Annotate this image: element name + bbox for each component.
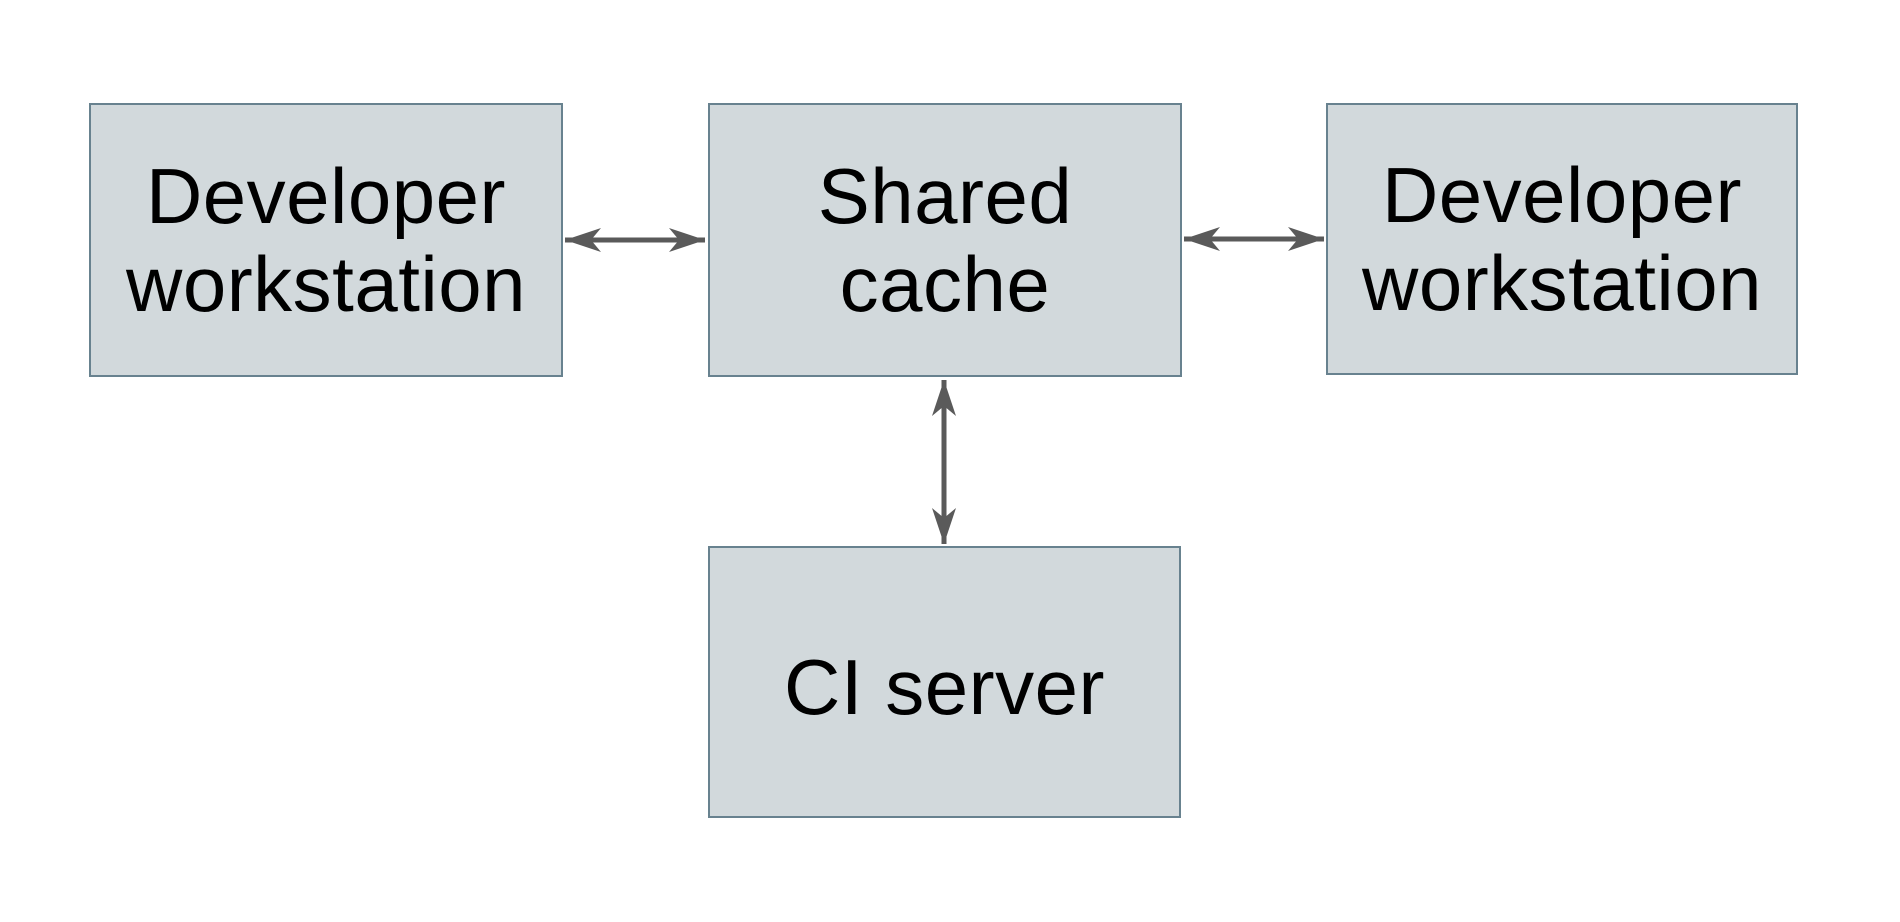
- node-label-line: workstation: [126, 240, 526, 328]
- node-developer-workstation-left: Developer workstation: [89, 103, 563, 377]
- node-label-line: CI server: [784, 642, 1105, 731]
- node-label-line: cache: [839, 240, 1051, 328]
- node-label: Developer workstation: [126, 152, 526, 328]
- node-shared-cache: Shared cache: [708, 103, 1182, 377]
- node-label: Shared cache: [818, 152, 1073, 328]
- node-label-line: Developer: [145, 151, 507, 240]
- node-label: Developer workstation: [1362, 151, 1762, 327]
- node-label-line: Developer: [1381, 150, 1743, 239]
- node-label: CI server: [784, 643, 1105, 731]
- node-developer-workstation-right: Developer workstation: [1326, 103, 1798, 375]
- node-label-line: Shared: [817, 151, 1073, 240]
- node-ci-server: CI server: [708, 546, 1181, 818]
- node-label-line: workstation: [1362, 239, 1762, 327]
